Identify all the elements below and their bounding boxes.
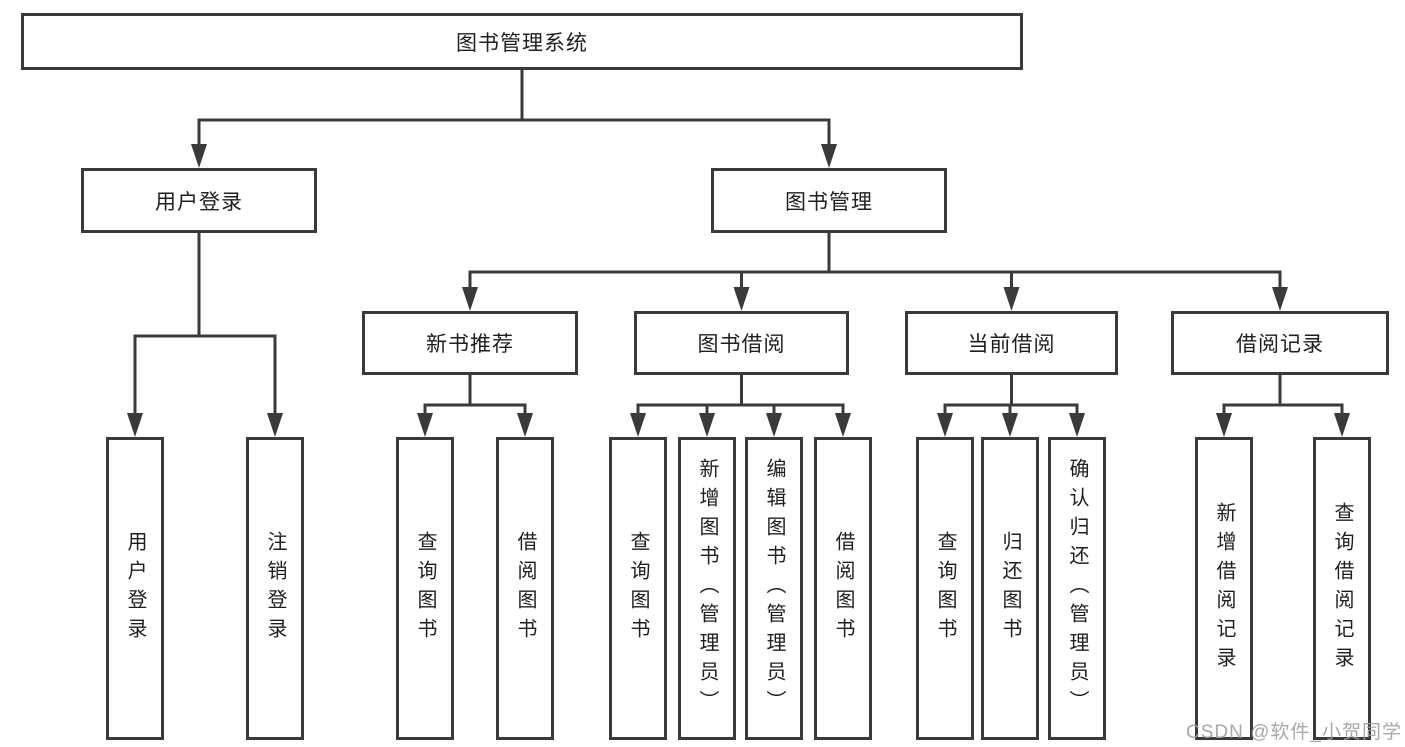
leaf-query-books-current: 查询图书 [916,437,974,740]
leaf-borrow-books-recommend-label: 借阅图书 [514,530,536,647]
leaf-query-books-borrow: 查询图书 [609,437,667,740]
leaf-add-borrow-record: 新增借阅记录 [1195,437,1253,740]
node-new-book-recommend: 新书推荐 [362,311,578,375]
leaf-edit-books-admin: 编辑图书（管理员） [745,437,803,740]
node-book-management: 图书管理 [711,168,947,233]
leaf-return-books: 归还图书 [981,437,1039,740]
leaf-confirm-return-admin-label: 确认归还（管理员） [1066,458,1088,719]
node-book-borrow-label: 图书借阅 [697,333,786,356]
node-borrow-records: 借阅记录 [1171,311,1389,375]
node-user-login: 用户登录 [81,168,317,233]
leaf-edit-books-admin-label: 编辑图书（管理员） [763,458,785,719]
leaf-query-borrow-record-label: 查询借阅记录 [1331,501,1353,676]
node-root-system: 图书管理系统 [21,13,1023,70]
leaf-query-books-current-label: 查询图书 [934,530,956,647]
node-current-borrow: 当前借阅 [905,311,1118,375]
leaf-add-books-admin: 新增图书（管理员） [678,437,736,740]
leaf-add-borrow-record-label: 新增借阅记录 [1213,501,1235,676]
leaf-borrow-books-label: 借阅图书 [832,530,854,647]
leaf-confirm-return-admin: 确认归还（管理员） [1048,437,1106,740]
leaf-logout: 注销登录 [246,437,304,740]
leaf-add-books-admin-label: 新增图书（管理员） [696,458,718,719]
leaf-user-login-label: 用户登录 [124,530,146,647]
leaf-borrow-books: 借阅图书 [814,437,872,740]
node-user-login-label: 用户登录 [155,190,243,214]
csdn-watermark: CSDN @软件_小贺同学 [1186,722,1402,743]
node-root-system-label: 图书管理系统 [456,31,588,55]
node-book-borrow: 图书借阅 [634,311,849,375]
leaf-query-borrow-record: 查询借阅记录 [1313,437,1371,740]
leaf-query-books-recommend: 查询图书 [396,437,454,740]
node-borrow-records-label: 借阅记录 [1236,333,1324,356]
leaf-borrow-books-recommend: 借阅图书 [496,437,554,740]
node-book-management-label: 图书管理 [785,190,873,214]
node-new-book-recommend-label: 新书推荐 [426,333,514,356]
leaf-user-login: 用户登录 [106,437,164,740]
leaf-query-books-recommend-label: 查询图书 [414,530,436,647]
leaf-return-books-label: 归还图书 [999,530,1021,647]
leaf-query-books-borrow-label: 查询图书 [627,530,649,647]
node-current-borrow-label: 当前借阅 [967,333,1056,356]
leaf-logout-label: 注销登录 [264,530,286,647]
